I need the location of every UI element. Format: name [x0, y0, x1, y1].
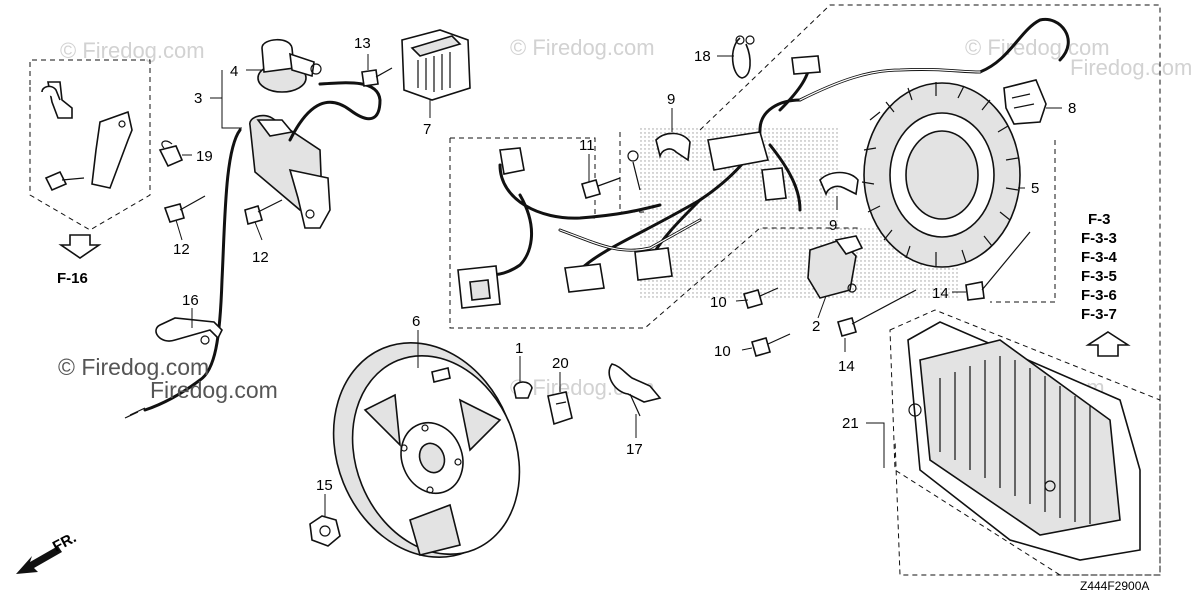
callout-numbers: 4 3 13 7 18 9 8 5 9 19 12 12 11 16 6 1 2… [173, 35, 1076, 494]
reference-label: F-3-6 [1081, 287, 1117, 304]
harness-connector [457, 55, 821, 309]
diagram-code: Z444F2900A [1080, 579, 1149, 593]
bolt [244, 199, 283, 226]
callout-9: 9 [667, 91, 675, 108]
wire-clip [655, 132, 691, 162]
bracket-inset [29, 59, 151, 231]
flange-nut [309, 515, 341, 547]
cable-tie [155, 317, 223, 342]
callout-7: 7 [423, 121, 431, 138]
callout-21: 21 [842, 415, 859, 432]
reference-label: F-3 [1088, 211, 1111, 228]
callout-1: 1 [515, 340, 523, 357]
flywheel [332, 342, 521, 558]
watermark-text: Firedog.com [150, 377, 278, 403]
watermark-text: © Firedog.com [510, 35, 655, 60]
reference-label: F-3-3 [1081, 230, 1117, 247]
reference-list: F-3 F-3-3 F-3-4 F-3-5 F-3-6 F-3-7 [1081, 211, 1131, 357]
callout-19: 19 [196, 148, 213, 165]
callout-5: 5 [1031, 180, 1039, 197]
reference-label: F-3-4 [1081, 249, 1117, 266]
bolt [751, 333, 791, 357]
callout-12: 12 [173, 241, 190, 258]
watermark-text: © Firedog.com [60, 38, 205, 63]
callout-8: 8 [1068, 100, 1076, 117]
wiring-harness [488, 17, 1070, 277]
bolt [743, 287, 779, 309]
reference-label: F-16 [57, 270, 88, 287]
igniter-module [807, 235, 864, 299]
callout-10: 10 [714, 343, 731, 360]
callout-14: 14 [838, 358, 855, 375]
woodruff-key [513, 381, 533, 399]
callout-10: 10 [710, 294, 727, 311]
callout-6: 6 [412, 313, 420, 330]
clip [158, 140, 184, 168]
reference-label: F-3-5 [1081, 268, 1117, 285]
regulator-module [401, 29, 471, 101]
callout-11: 11 [579, 137, 595, 154]
bolt [965, 231, 1031, 301]
callout-2: 2 [812, 318, 820, 335]
callout-20: 20 [552, 355, 569, 372]
callout-4: 4 [230, 63, 238, 80]
callout-15: 15 [316, 477, 333, 494]
wire-clip [819, 171, 859, 197]
reference-label: F-3-7 [1081, 306, 1117, 323]
wire-clip [731, 35, 755, 79]
callout-17: 17 [626, 441, 643, 458]
stator [861, 82, 1021, 268]
bolt [163, 195, 206, 223]
watermark-text: © Firedog.com [58, 354, 209, 380]
leader-lines [175, 54, 1062, 516]
watermark-text: Firedog.com [1070, 55, 1192, 80]
connector [1003, 79, 1047, 125]
callout-3: 3 [194, 90, 202, 107]
callout-13: 13 [354, 35, 371, 52]
harness-panel [449, 4, 1161, 576]
watermark-text: © Firedog.com [965, 35, 1110, 60]
callout-18: 18 [694, 48, 711, 65]
bolt [581, 150, 641, 199]
bolt [361, 67, 393, 87]
grommet [547, 391, 573, 426]
wire-band [608, 363, 662, 417]
spark-plug-cap [257, 38, 322, 93]
callout-12: 12 [252, 249, 269, 266]
callout-9: 9 [829, 217, 837, 234]
ignition-coil [249, 114, 331, 229]
callout-16: 16 [182, 292, 199, 309]
regulator-rectifier [889, 309, 1161, 576]
reference-f16: F-16 [57, 234, 102, 287]
callout-14: 14 [932, 285, 949, 302]
bolt [837, 289, 917, 337]
front-direction-arrow: FR. [16, 529, 79, 574]
